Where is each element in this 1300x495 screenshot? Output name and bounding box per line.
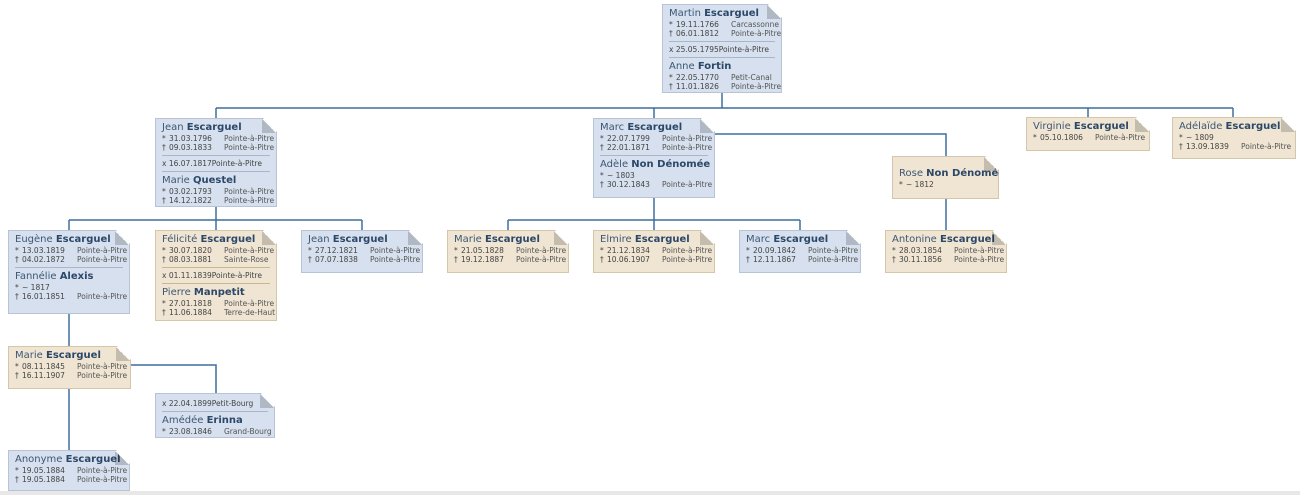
divider <box>669 41 775 42</box>
person-name: Marc Escarguel <box>600 122 683 133</box>
connector <box>714 133 947 156</box>
connector <box>131 364 217 393</box>
spouse-name: Fannélie Alexis <box>15 271 94 282</box>
person-name: Martin Escarguel <box>669 8 759 19</box>
person-name: Antonine Escarguel <box>892 234 995 245</box>
marriage-event: x 25.05.1795Pointe-à-Pitre <box>669 45 769 54</box>
divider <box>162 267 270 268</box>
divider <box>669 57 775 58</box>
person-name: Rose Non Dénomée <box>899 168 1006 179</box>
person-name: Marie Escarguel <box>15 350 101 361</box>
spouse-name: Adèle Non Dénomée <box>600 159 711 170</box>
divider <box>162 171 270 172</box>
person-name: Anonyme Escarguel <box>15 454 121 465</box>
birth-event: *~ 1812 <box>899 180 934 189</box>
marriage-event: x 22.04.1899Petit-Bourg <box>162 399 254 408</box>
person-name: Jean Escarguel <box>308 234 388 245</box>
person-card-rose-non-denomee[interactable]: Rose Non Dénomée *~ 1812 <box>892 156 999 199</box>
divider <box>600 155 708 156</box>
person-card-amedee-erinna[interactable]: x 22.04.1899Petit-Bourg Amédée Erinna *2… <box>155 393 275 438</box>
person-name: Jean Escarguel <box>162 122 242 133</box>
divider <box>162 283 270 284</box>
marriage-event: x 16.07.1817Pointe-à-Pitre <box>162 159 262 168</box>
person-name: Marc Escarguel <box>746 234 829 245</box>
spouse-name: Anne Fortin <box>669 61 732 72</box>
spouse-name: Marie Questel <box>162 175 237 186</box>
horizontal-scrollbar[interactable] <box>0 491 1300 495</box>
divider <box>15 267 123 268</box>
spouse-name: Pierre Manpetit <box>162 287 245 298</box>
marriage-event: x 01.11.1839Pointe-à-Pitre <box>162 271 262 280</box>
person-name: Félicité Escarguel <box>162 234 256 245</box>
person-name: Eugène Escarguel <box>15 234 111 245</box>
divider <box>162 155 270 156</box>
person-name: Elmire Escarguel <box>600 234 690 245</box>
divider <box>162 411 268 412</box>
person-name: Virginie Escarguel <box>1033 121 1129 132</box>
person-name: Adélaïde Escarguel <box>1179 121 1281 132</box>
person-name: Marie Escarguel <box>454 234 540 245</box>
birth-event: *~ 1803 <box>600 171 635 180</box>
birth-event: *~ 1817 <box>15 283 50 292</box>
birth-event: *~ 1809 <box>1179 133 1214 142</box>
spouse-name: Amédée Erinna <box>162 415 243 426</box>
